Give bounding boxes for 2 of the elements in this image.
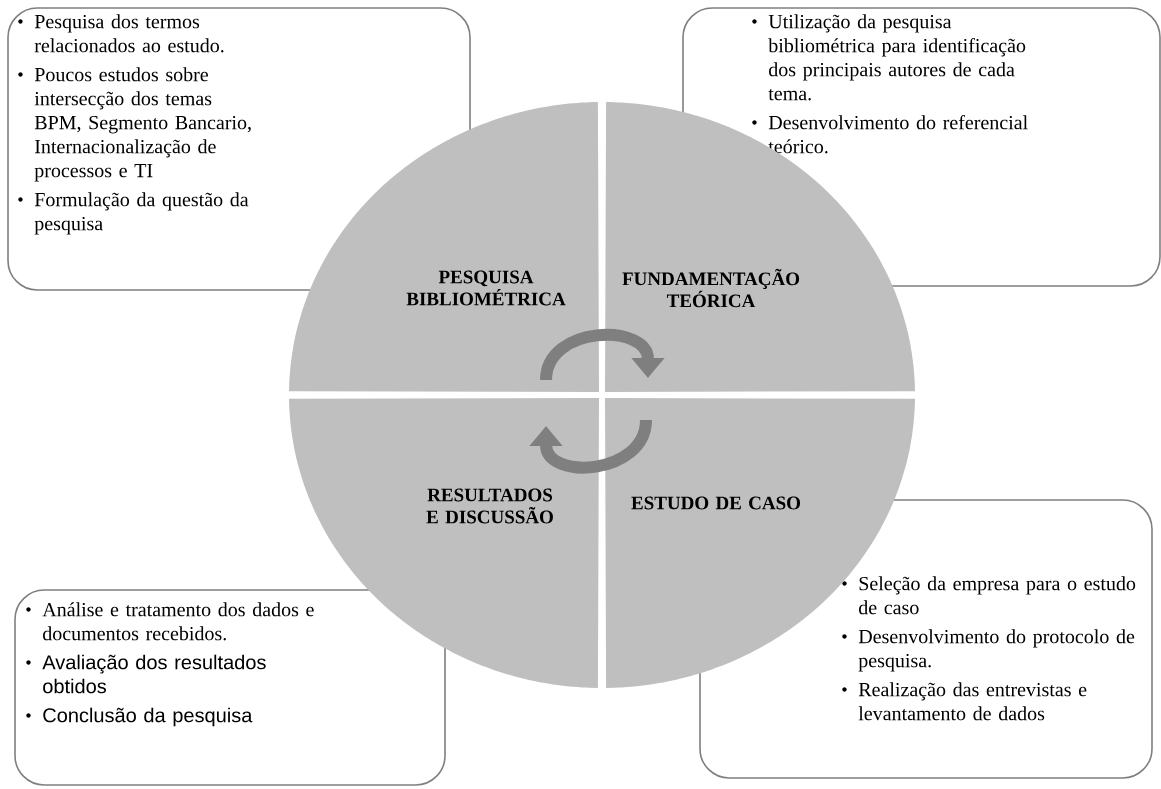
text-box: Análise e tratamento dos dados e documentos recebidos. Avaliação dos resultados obtidos Conclusão da pesquisa [14,589,446,786]
circle-quadrant: PESQUISA BIBLIOMÉTRICA [289,102,599,392]
